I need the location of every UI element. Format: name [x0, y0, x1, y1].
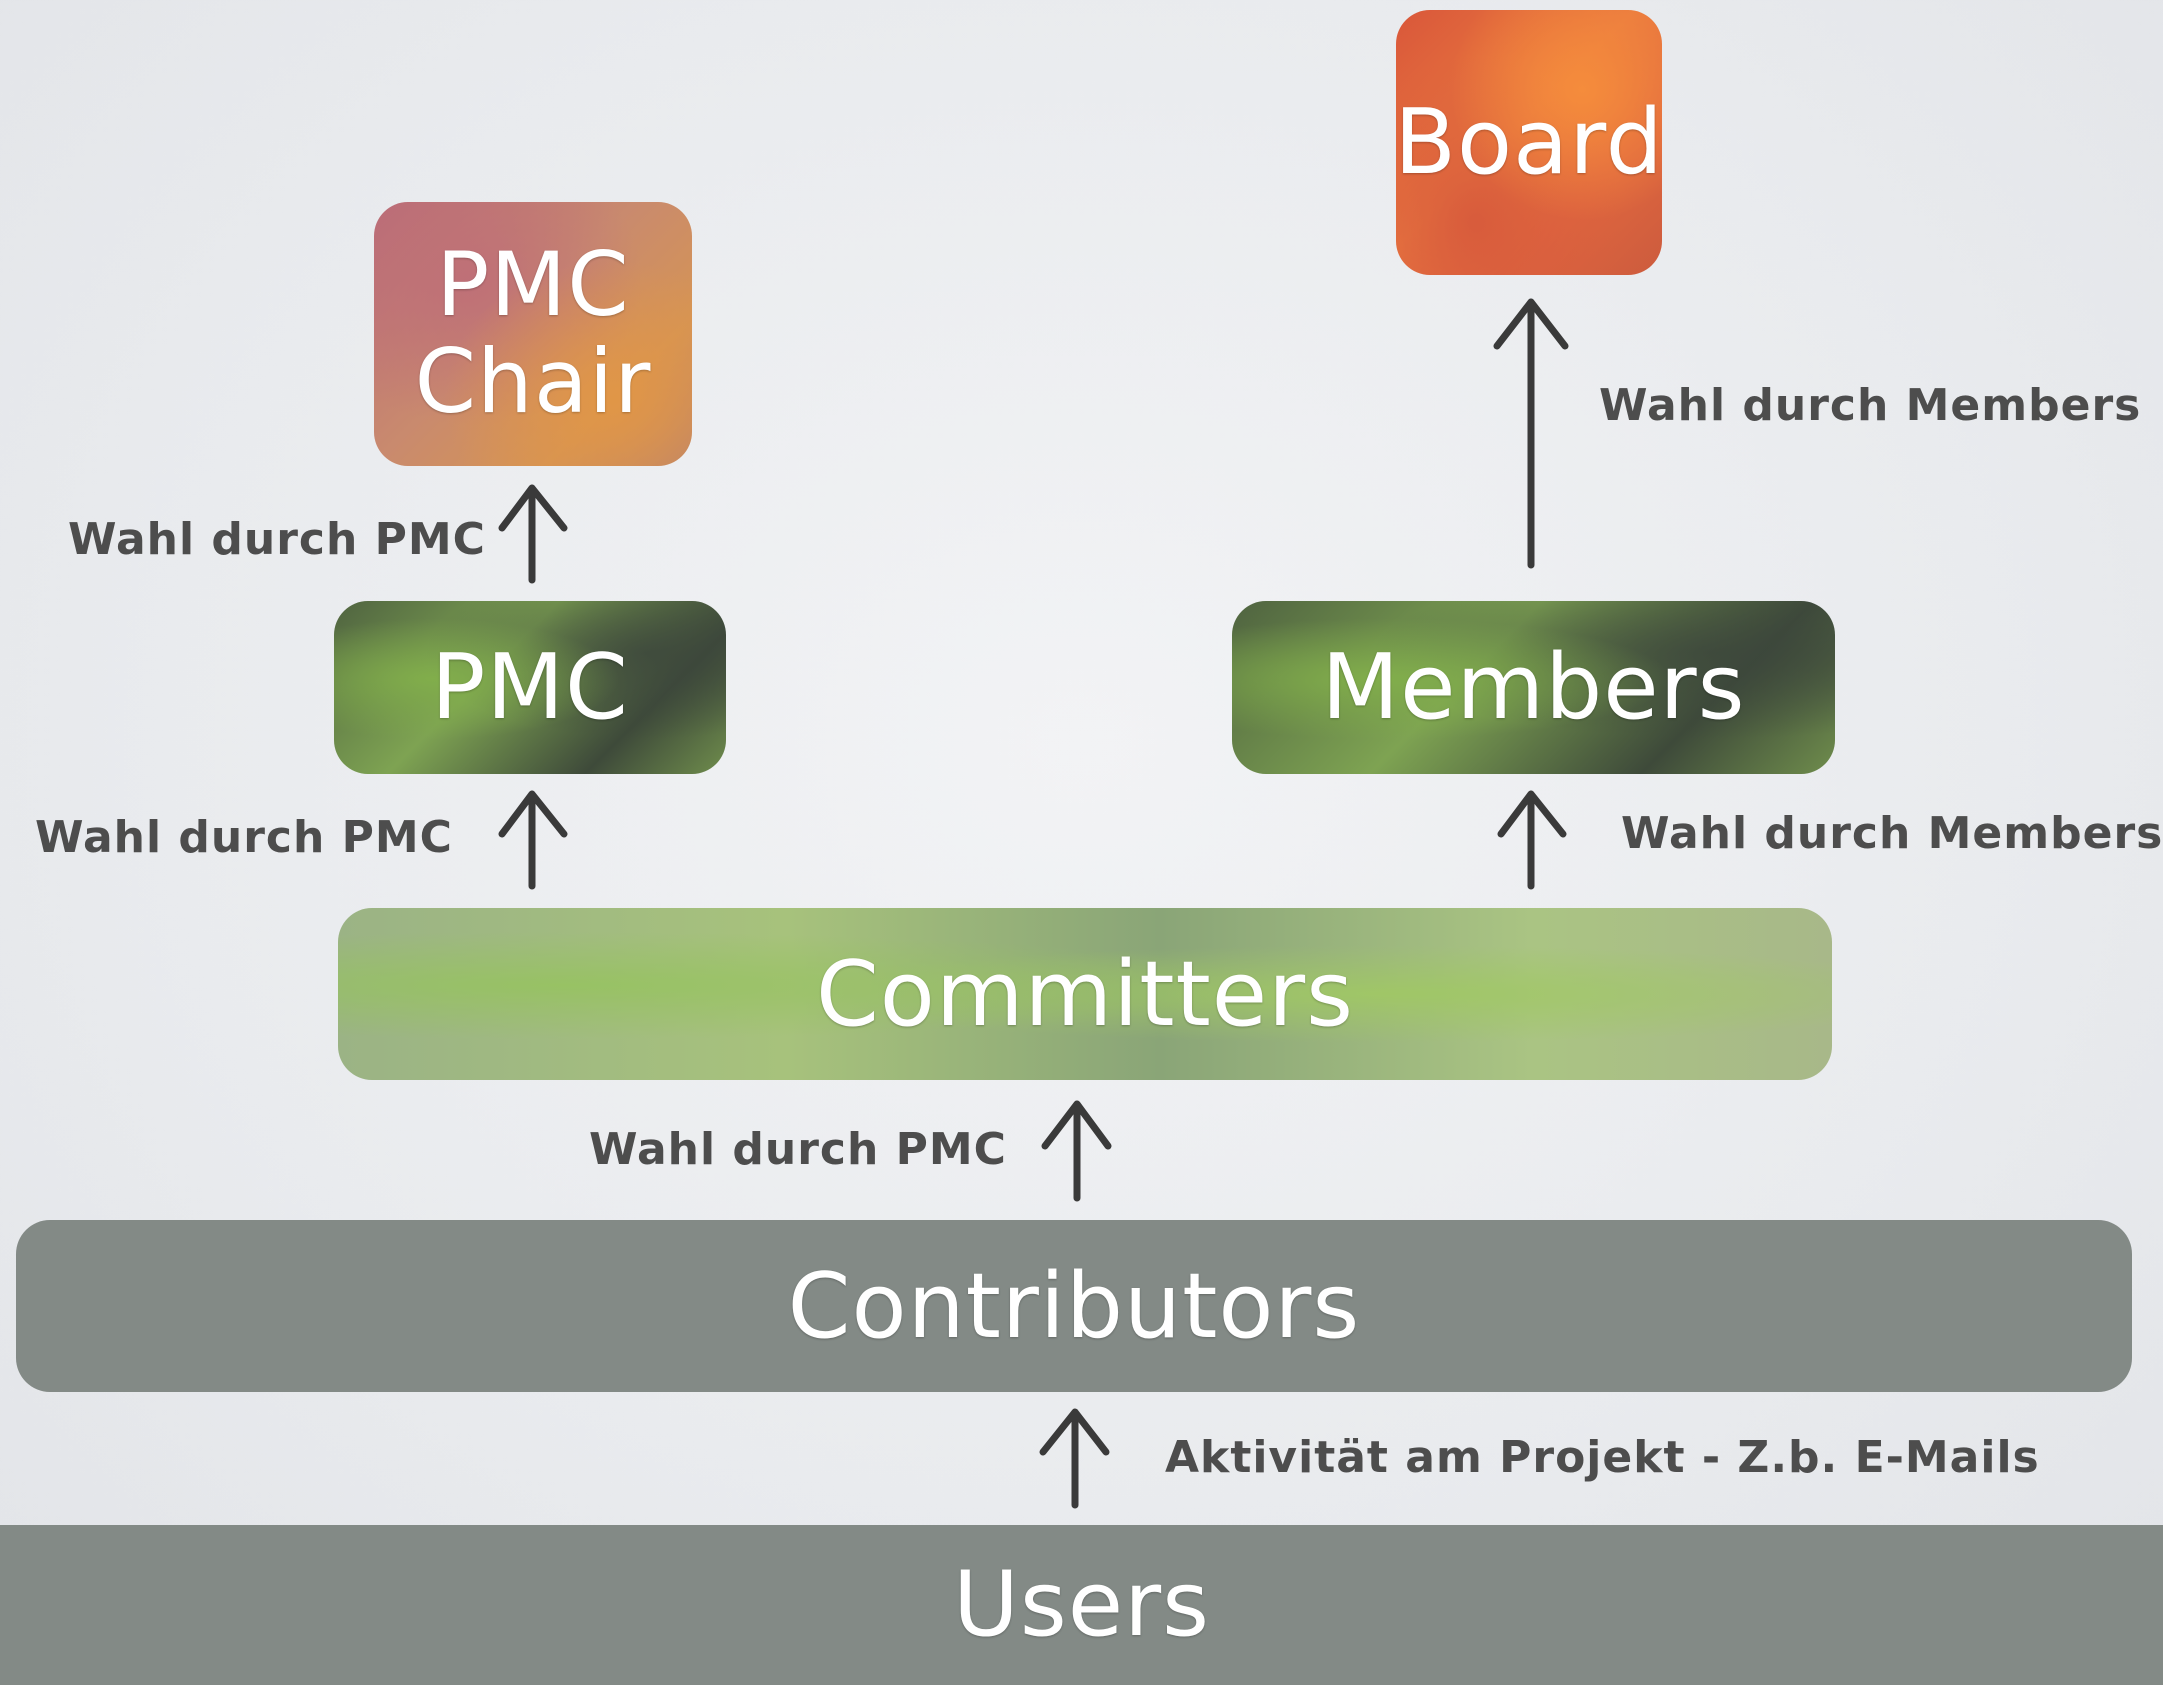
pmc-chair-node: PMC Chair — [374, 202, 692, 466]
arrow-contributors-to-committers — [1041, 1100, 1112, 1202]
arrow-users-to-contributors — [1039, 1408, 1110, 1509]
committers-node: Committers — [338, 908, 1832, 1080]
users-label: Users — [952, 1552, 1211, 1657]
members-label: Members — [1321, 635, 1746, 740]
arrow-members-to-board — [1493, 298, 1569, 569]
arrow-pmc-to-chair — [498, 484, 568, 584]
members-node: Members — [1232, 601, 1835, 774]
edge-label-pmc-to-chair: Wahl durch PMC — [68, 514, 486, 565]
contributors-node: Contributors — [16, 1220, 2132, 1392]
edge-label-committers-to-pmc: Wahl durch PMC — [35, 812, 453, 863]
pmc-chair-label-line2: Chair — [414, 330, 652, 433]
board-node: Board — [1396, 10, 1662, 275]
edge-label-committers-to-members: Wahl durch Members — [1621, 808, 2163, 859]
pmc-node: PMC — [334, 601, 726, 774]
arrow-committers-to-members — [1497, 790, 1567, 890]
arrows-layer — [498, 298, 1569, 1509]
contributors-label: Contributors — [787, 1253, 1361, 1359]
pmc-label: PMC — [431, 635, 629, 740]
committers-label: Committers — [815, 941, 1355, 1047]
arrow-committers-to-pmc — [498, 790, 568, 890]
edge-label-members-to-board: Wahl durch Members — [1599, 380, 2142, 431]
board-label: Board — [1396, 90, 1662, 195]
pmc-chair-label-line1: PMC — [436, 233, 630, 337]
edge-label-contributors-to-committers: Wahl durch PMC — [589, 1124, 1007, 1175]
edge-label-users-to-contributors: Aktivität am Projekt - Z.b. E-Mails — [1165, 1432, 2040, 1483]
